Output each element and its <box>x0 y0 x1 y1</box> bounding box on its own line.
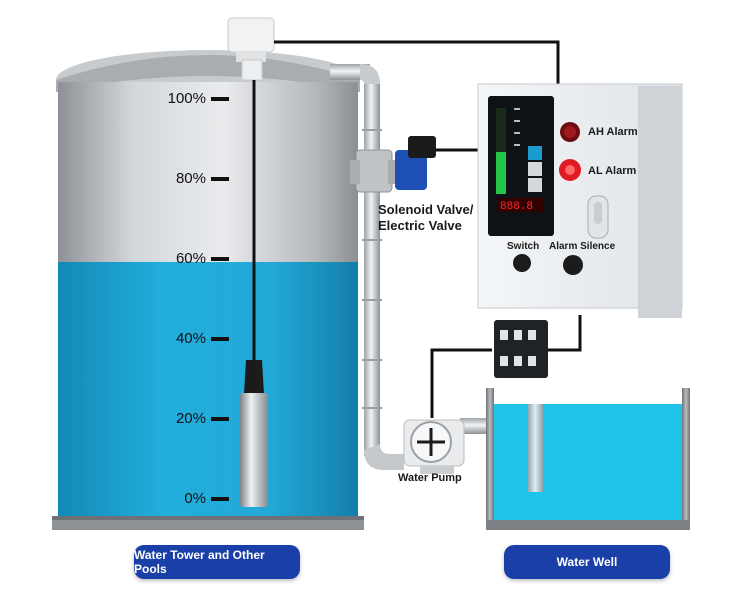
water-pump-label: Water Pump <box>398 472 462 484</box>
level-label-60: 60% <box>175 250 206 267</box>
level-label-80: 80% <box>175 170 206 187</box>
signal-wires <box>274 40 582 418</box>
water-tower <box>52 50 364 530</box>
switch-label: Switch <box>507 241 540 252</box>
alarm-silence-label: Alarm Silence <box>549 241 616 252</box>
solenoid-valve-label: Solenoid Valve/ Electric Valve <box>378 202 473 234</box>
ah-alarm-label: AH Alarm <box>588 126 638 138</box>
level-sensor <box>227 17 275 507</box>
water-pump <box>403 419 465 474</box>
water-well-pill: Water Well <box>504 545 670 579</box>
level-label-40: 40% <box>175 330 206 347</box>
al-alarm-label: AL Alarm <box>588 165 637 177</box>
solenoid-valve <box>350 136 436 193</box>
level-ticks <box>211 97 229 501</box>
level-label-20: 20% <box>175 410 206 427</box>
solenoid-valve-label-line1: Solenoid Valve/ <box>378 202 474 217</box>
control-box: 888.8 <box>477 83 683 318</box>
level-label-0: 0% <box>184 490 206 507</box>
water-well <box>486 388 690 530</box>
svg-text:888.8: 888.8 <box>500 201 533 213</box>
solenoid-valve-label-line2: Electric Valve <box>378 218 462 233</box>
level-label-100: 100% <box>167 90 206 107</box>
contactor <box>494 320 548 378</box>
water-tower-pill: Water Tower and Other Pools <box>134 545 300 579</box>
